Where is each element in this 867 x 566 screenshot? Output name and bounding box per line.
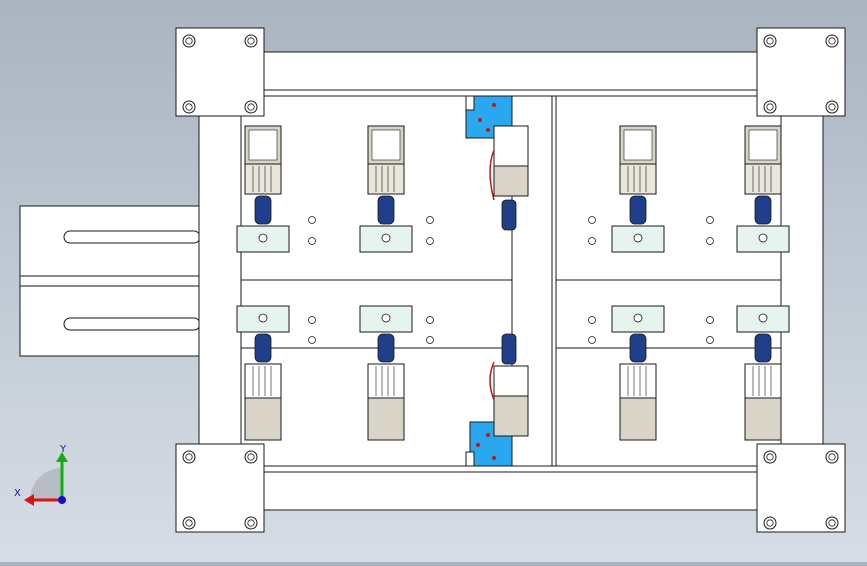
plate-holes bbox=[308, 216, 714, 344]
mounting-hole bbox=[426, 336, 434, 344]
pneumatic-cylinder[interactable] bbox=[736, 305, 790, 441]
fitting-icon bbox=[629, 333, 647, 363]
wire-icon bbox=[489, 149, 495, 201]
pneumatic-cylinder[interactable] bbox=[359, 125, 413, 253]
corner-pads[interactable] bbox=[175, 27, 846, 533]
fitting-icon bbox=[254, 333, 272, 363]
x-axis-label: X bbox=[14, 488, 21, 499]
corner-pad[interactable] bbox=[175, 27, 265, 117]
frame-beams[interactable] bbox=[254, 51, 771, 511]
mounting-hole bbox=[426, 316, 434, 324]
fitting-icon bbox=[629, 195, 647, 225]
wire-icon bbox=[489, 361, 495, 401]
cylinder-units[interactable] bbox=[236, 125, 790, 441]
fitting-icon bbox=[754, 195, 772, 225]
x-arrow-icon bbox=[24, 494, 34, 506]
mounting-hole bbox=[706, 316, 714, 324]
pneumatic-cylinder[interactable] bbox=[611, 305, 665, 441]
center-cylinder[interactable] bbox=[489, 125, 529, 437]
fitting-icon bbox=[377, 195, 395, 225]
mounting-hole bbox=[706, 336, 714, 344]
pneumatic-cylinder[interactable] bbox=[236, 305, 290, 441]
corner-pad[interactable] bbox=[756, 443, 846, 533]
pneumatic-cylinder[interactable] bbox=[736, 125, 790, 253]
mounting-hole bbox=[426, 216, 434, 224]
mounting-hole bbox=[588, 216, 596, 224]
mounting-hole bbox=[706, 216, 714, 224]
fitting-icon bbox=[754, 333, 772, 363]
corner-pad[interactable] bbox=[756, 27, 846, 117]
fitting-icon bbox=[254, 195, 272, 225]
clamp-block[interactable] bbox=[736, 225, 790, 253]
fitting-icon bbox=[377, 333, 395, 363]
mounting-hole bbox=[308, 237, 316, 245]
pneumatic-cylinder[interactable] bbox=[236, 125, 290, 253]
mounting-hole bbox=[308, 336, 316, 344]
corner-pad[interactable] bbox=[175, 443, 265, 533]
mounting-hole bbox=[308, 316, 316, 324]
pneumatic-cylinder[interactable] bbox=[359, 305, 413, 441]
mounting-hole bbox=[308, 216, 316, 224]
mounting-hole bbox=[588, 336, 596, 344]
z-axis-icon bbox=[58, 496, 66, 504]
mounting-hole bbox=[588, 316, 596, 324]
axis-triad: Y X bbox=[14, 444, 68, 506]
mounting-hole bbox=[426, 237, 434, 245]
mounting-hole bbox=[706, 237, 714, 245]
y-axis-label: Y bbox=[59, 444, 67, 455]
pneumatic-cylinder[interactable] bbox=[611, 125, 665, 253]
side-slide-block[interactable] bbox=[19, 205, 203, 357]
triad-plane-icon bbox=[30, 468, 62, 500]
mounting-hole bbox=[588, 237, 596, 245]
y-arrow-icon bbox=[56, 452, 68, 462]
